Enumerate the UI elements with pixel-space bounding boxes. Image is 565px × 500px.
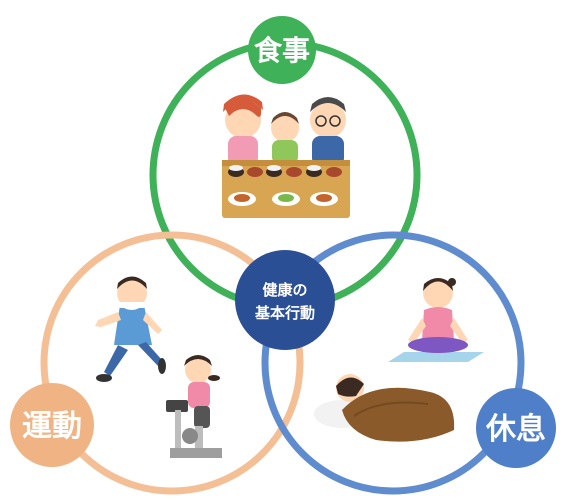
rest-badge: 休息: [476, 388, 556, 468]
meal-badge: 食事: [248, 16, 316, 84]
sleeping-person-icon: [314, 374, 455, 442]
center-label-line1: 健康の: [262, 281, 307, 299]
center-label-line2: 基本行動: [254, 304, 315, 322]
center-badge: 健康の 基本行動: [235, 250, 335, 350]
runner-icon: [95, 276, 166, 382]
exercise-label: 運動: [22, 409, 82, 444]
rest-circle: [261, 231, 525, 495]
exercise-bike-icon: [166, 355, 222, 458]
exercise-circle: [40, 231, 304, 495]
rest-label: 休息: [485, 412, 546, 447]
meditation-icon: [388, 278, 484, 362]
family-eating-icon: [222, 94, 350, 218]
exercise-badge: 運動: [10, 383, 94, 467]
meal-label: 食事: [254, 34, 310, 67]
